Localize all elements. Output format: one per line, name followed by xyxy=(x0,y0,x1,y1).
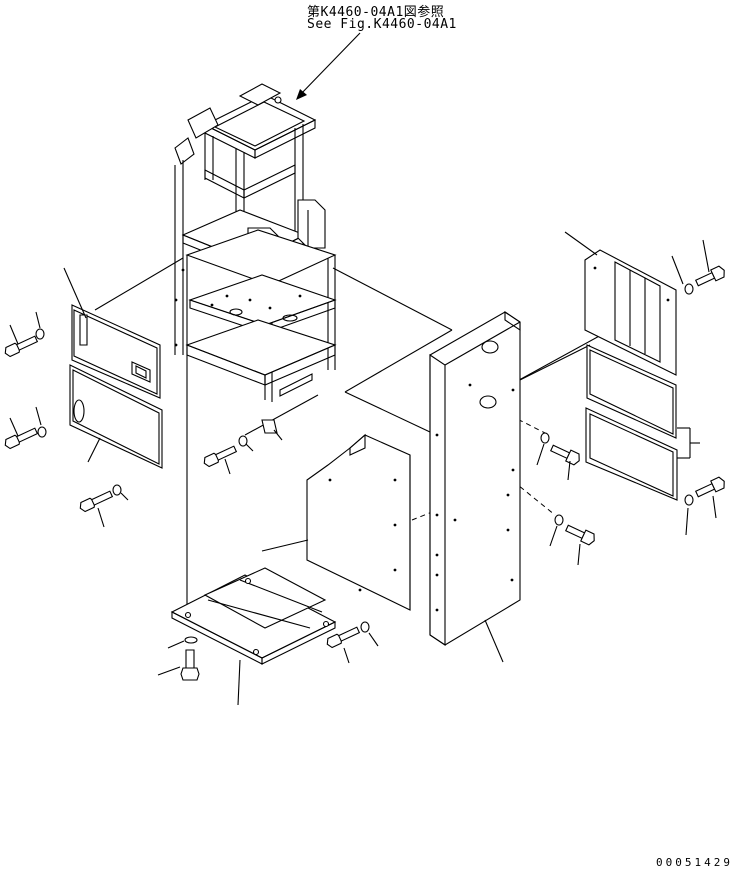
side-cover-panel xyxy=(262,435,410,610)
tall-right-panel xyxy=(430,312,520,662)
bottom-left-bolt xyxy=(158,637,199,680)
side-cover-bolt xyxy=(325,622,378,663)
tall-panel-bolts xyxy=(537,433,597,565)
bottom-plate xyxy=(172,568,335,705)
left-lower-panel xyxy=(70,365,162,468)
left-upper-panel xyxy=(64,268,160,398)
center-bolt-set xyxy=(202,420,282,474)
reference-arrow xyxy=(296,33,360,100)
figure-reference-english: See Fig.K4460-04A1 xyxy=(307,17,457,32)
right-bolts xyxy=(672,240,727,535)
drawing-number: 00051429 xyxy=(656,856,733,869)
right-middle-panels xyxy=(586,345,700,500)
left-bolts xyxy=(3,312,128,527)
figure-reference-japanese: 第K4460-04A1図参照 xyxy=(307,5,445,20)
main-frame-assembly xyxy=(175,84,335,402)
right-upper-panel xyxy=(565,232,676,375)
